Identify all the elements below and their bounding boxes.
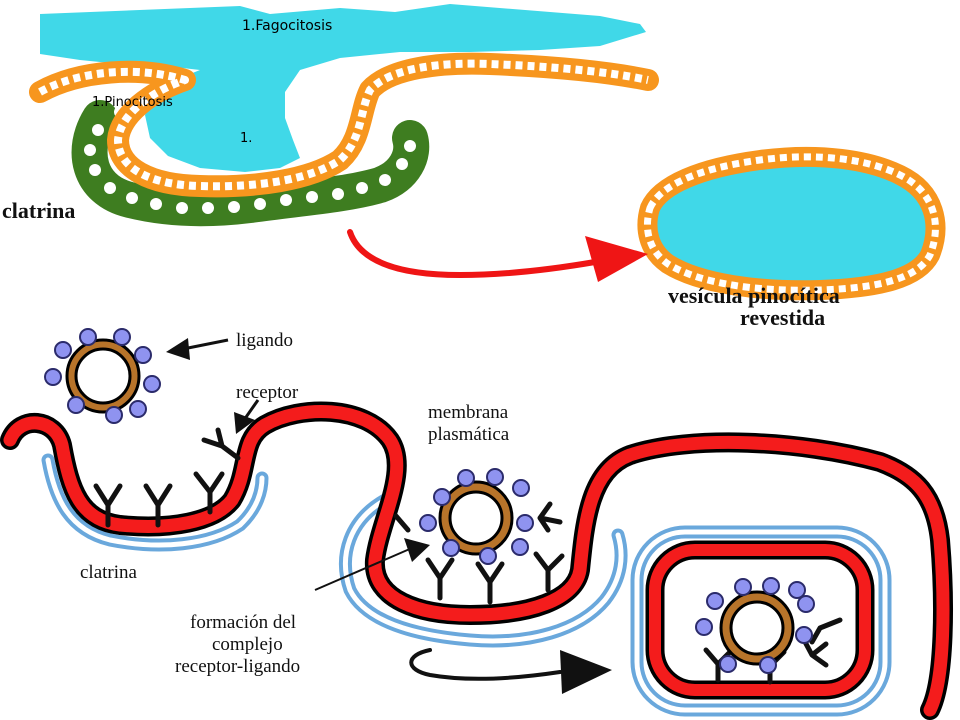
receptor-pointer-arrow <box>242 399 260 421</box>
label-ligando: ligando <box>236 330 293 351</box>
label-membrana-line2: plasmática <box>428 424 510 445</box>
label-formacion-line2: complejo <box>212 634 283 655</box>
plasma-membrane-bottom <box>3 405 950 717</box>
receptor <box>801 637 829 668</box>
clathrin-coat-pit-left-inner <box>45 457 265 548</box>
receptor <box>425 557 455 601</box>
plasma-membrane-top-outline <box>29 52 659 198</box>
receptor <box>143 483 173 528</box>
label-clatrina-bottom: clatrina <box>80 562 138 583</box>
pinocytosis-arrowhead <box>585 236 648 282</box>
receptor <box>201 427 241 461</box>
label-pinocitosis: 1.Pinocitosis <box>92 95 173 110</box>
clathrin-coat-vesicle-inner <box>634 529 888 713</box>
receptor <box>537 501 563 533</box>
complex-pointer-arrowhead <box>404 538 430 562</box>
ligand-particle-pit <box>419 468 534 565</box>
receptor <box>93 483 123 528</box>
receptors <box>93 427 843 685</box>
receptor <box>393 513 411 533</box>
pinocytosis-panel: 1.Fagocitosis 1.Pinocitosis 1. clatrina … <box>2 4 946 330</box>
pinocytic-vesicle-dashes <box>644 153 939 294</box>
complex-pointer-line <box>314 547 413 591</box>
pinocytosis-arrow <box>347 229 598 279</box>
label-clatrina-top: clatrina <box>2 198 75 223</box>
label-receptor: receptor <box>236 382 299 403</box>
receptor <box>809 617 843 645</box>
vesicle-formation-arrowhead <box>560 650 612 694</box>
ligand-particle-vesicle <box>695 577 815 674</box>
receptor <box>193 471 225 515</box>
clathrin-dots-top <box>84 99 416 214</box>
plasma-membrane-top-inner <box>38 59 649 191</box>
extracellular-fluid <box>40 4 646 172</box>
label-fagocitosis: 1.Fagocitosis <box>242 18 332 34</box>
clathrin-coat-pit-middle-inner <box>343 497 624 644</box>
plasma-membrane-bottom-outline <box>0 401 953 720</box>
coated-vesicle-membrane <box>649 544 871 696</box>
receptor <box>475 561 505 605</box>
ligand-particle-free <box>44 328 161 424</box>
label-vesicula-line1: vesícula pinocítica <box>668 283 840 308</box>
label-formacion-line3: receptor-ligando <box>175 656 300 677</box>
receptor <box>533 551 565 593</box>
label-membrana-line1: membrana <box>428 402 509 423</box>
receptor-endocytosis-panel: ligando receptor membrana plasmática cla… <box>0 328 953 720</box>
label-number-one: 1. <box>240 131 252 146</box>
label-vesicula-line2: revestida <box>740 305 825 330</box>
vesicle-formation-arrow <box>409 648 562 681</box>
receptor-pointer-arrowhead <box>234 412 255 434</box>
ligando-pointer-arrowhead <box>166 338 190 360</box>
label-formacion-line1: formación del <box>190 612 296 633</box>
